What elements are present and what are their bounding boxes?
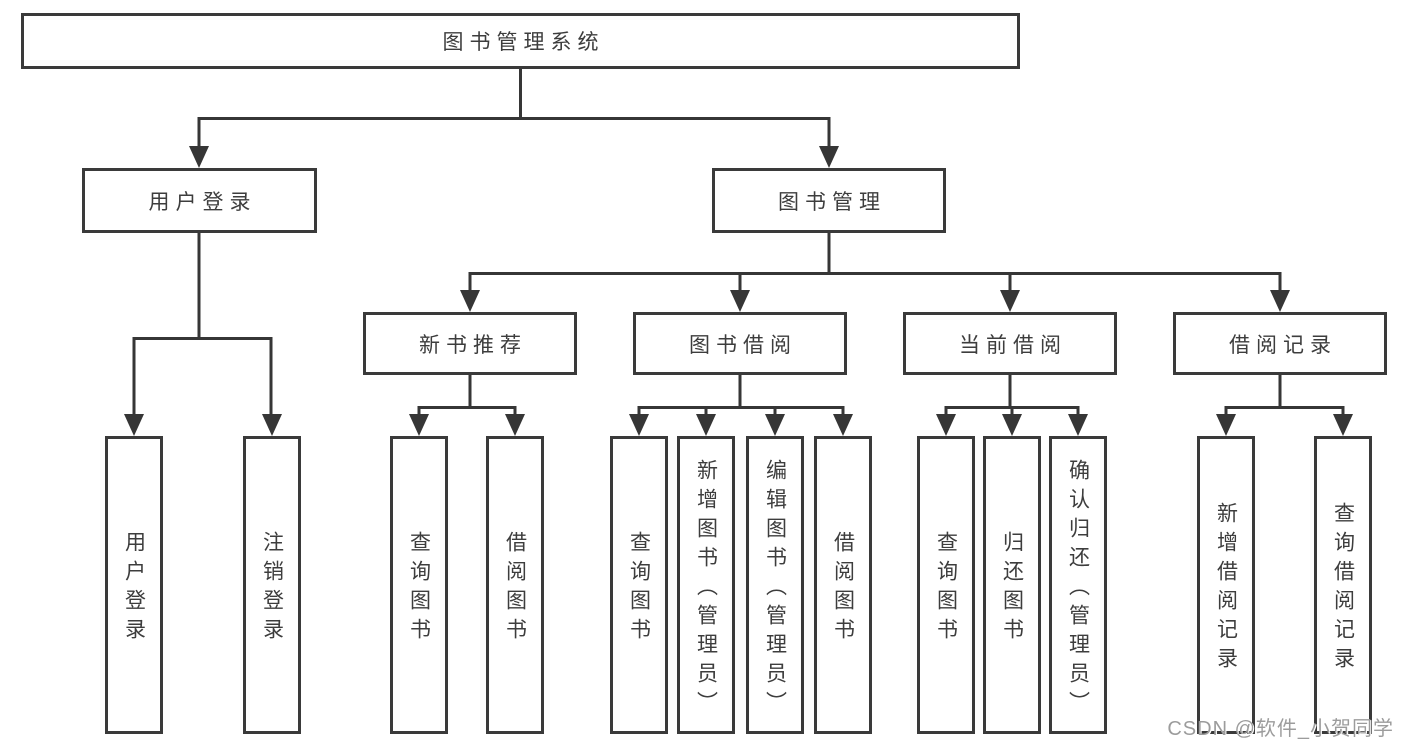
arrowhead-leaf-logout (262, 414, 282, 436)
leaf-nb-query-books: 查询图书 (390, 436, 448, 734)
csdn-watermark: CSDN @软件_小贺同学 (1167, 718, 1394, 740)
connector-level1-rail (197, 117, 831, 150)
arrowhead-leaf-nb-query (409, 414, 429, 436)
leaf-bb-add-books-admin-label: 新增图书（管理员） (694, 458, 718, 720)
leaf-cb-confirm-return-admin-label: 确认归还（管理员） (1066, 458, 1090, 720)
connector-book-borrow-rail (637, 406, 845, 418)
node-user-login-label: 用户登录 (148, 190, 257, 214)
leaf-cb-return-books-label: 归还图书 (1000, 531, 1024, 647)
node-new-books: 新书推荐 (363, 312, 577, 375)
arrowhead-leaf-bb-query (629, 414, 649, 436)
arrowhead-leaf-login (124, 414, 144, 436)
leaf-br-query-record-label: 查询借阅记录 (1331, 502, 1355, 676)
node-book-mgmt-label: 图书管理 (778, 190, 886, 214)
connector-level2-rail (468, 272, 1282, 294)
arrowhead-leaf-bb-edit (765, 414, 785, 436)
node-current-borrow: 当前借阅 (903, 312, 1117, 375)
node-book-borrow: 图书借阅 (633, 312, 847, 375)
leaf-br-query-record: 查询借阅记录 (1314, 436, 1372, 734)
arrowhead-current-borrow (1000, 290, 1020, 312)
arrowhead-leaf-cb-return (1002, 414, 1022, 436)
arrowhead-book-borrow (730, 290, 750, 312)
node-borrow-records: 借阅记录 (1173, 312, 1387, 375)
arrowhead-book-mgmt (819, 146, 839, 168)
leaf-nb-borrow-books: 借阅图书 (486, 436, 544, 734)
leaf-logout-label: 注销登录 (260, 531, 284, 647)
node-new-books-label: 新书推荐 (419, 333, 527, 357)
leaf-br-add-record: 新增借阅记录 (1197, 436, 1255, 734)
leaf-cb-query-books-label: 查询图书 (934, 531, 958, 647)
connector-new-books-rail (417, 406, 517, 418)
leaf-user-login: 用户登录 (105, 436, 163, 734)
leaf-bb-edit-books-admin: 编辑图书（管理员） (746, 436, 804, 734)
leaf-user-login-label: 用户登录 (122, 531, 146, 647)
leaf-bb-query-books: 查询图书 (610, 436, 668, 734)
leaf-bb-add-books-admin: 新增图书（管理员） (677, 436, 735, 734)
leaf-br-add-record-label: 新增借阅记录 (1214, 502, 1238, 676)
arrowhead-user-login (189, 146, 209, 168)
node-root: 图书管理系统 (21, 13, 1020, 69)
leaf-bb-edit-books-admin-label: 编辑图书（管理员） (763, 458, 787, 720)
arrowhead-leaf-cb-query (936, 414, 956, 436)
connector-user-login-rail (132, 337, 273, 418)
node-book-borrow-label: 图书借阅 (689, 333, 797, 357)
leaf-bb-borrow-books-label: 借阅图书 (831, 531, 855, 647)
node-user-login: 用户登录 (82, 168, 317, 233)
node-current-borrow-label: 当前借阅 (959, 333, 1067, 357)
arrowhead-leaf-bb-borrow (833, 414, 853, 436)
leaf-cb-return-books: 归还图书 (983, 436, 1041, 734)
arrowhead-leaf-br-add (1216, 414, 1236, 436)
arrowhead-leaf-bb-add (696, 414, 716, 436)
arrowhead-leaf-nb-borrow (505, 414, 525, 436)
node-book-mgmt: 图书管理 (712, 168, 946, 233)
leaf-bb-query-books-label: 查询图书 (627, 531, 651, 647)
arrowhead-borrow-records (1270, 290, 1290, 312)
connector-borrow-records-rail (1224, 406, 1345, 418)
leaf-bb-borrow-books: 借阅图书 (814, 436, 872, 734)
node-root-label: 图书管理系统 (442, 31, 605, 54)
leaf-nb-borrow-books-label: 借阅图书 (503, 531, 527, 647)
leaf-logout: 注销登录 (243, 436, 301, 734)
arrowhead-leaf-br-query (1333, 414, 1353, 436)
leaf-nb-query-books-label: 查询图书 (407, 531, 431, 647)
connector-current-borrow-rail (944, 406, 1080, 418)
arrowhead-leaf-cb-confirm (1068, 414, 1088, 436)
node-borrow-records-label: 借阅记录 (1229, 333, 1337, 357)
arrowhead-new-books (460, 290, 480, 312)
leaf-cb-confirm-return-admin: 确认归还（管理员） (1049, 436, 1107, 734)
leaf-cb-query-books: 查询图书 (917, 436, 975, 734)
